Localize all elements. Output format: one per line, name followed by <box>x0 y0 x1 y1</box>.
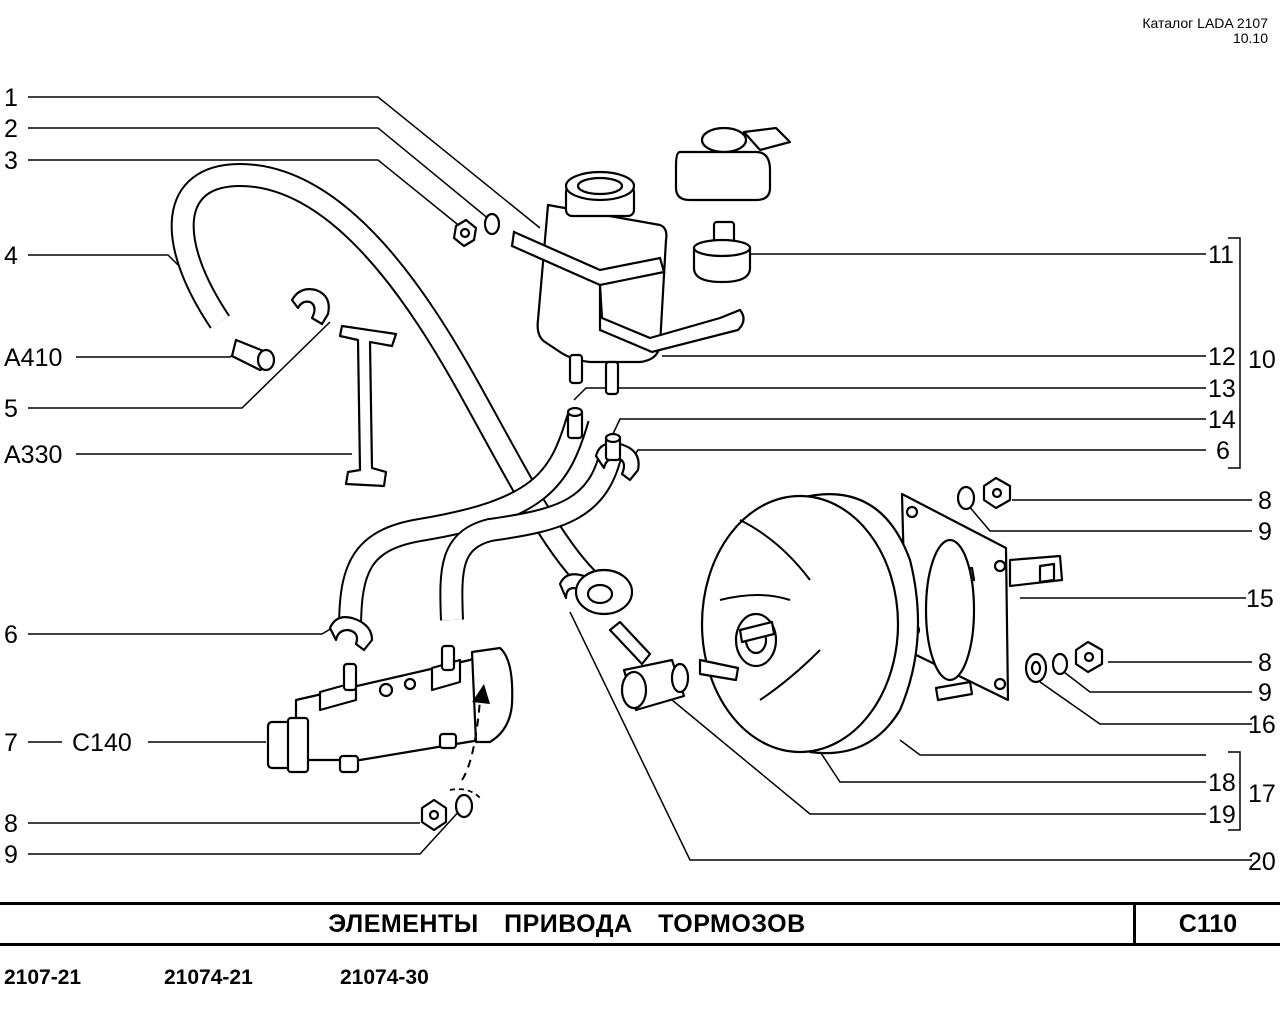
callout-labels: 1 2 3 4 A410 5 A330 6 7 C140 8 9 11 12 1… <box>4 84 1276 876</box>
brake-fluid-reservoir <box>510 170 745 396</box>
diagram-code: C110 <box>1178 910 1238 938</box>
callout-8-mid: 8 <box>1258 649 1272 677</box>
footer-divider <box>1133 902 1136 946</box>
callout-12: 12 <box>1208 343 1236 371</box>
reservoir-cap <box>674 126 792 284</box>
callout-8-top: 8 <box>1258 487 1272 515</box>
callout-a330: A330 <box>4 441 62 469</box>
leader-lines <box>28 96 1252 861</box>
catalog-title: Каталог LADA 2107 <box>1142 15 1268 31</box>
brake-drive-diagram: 1 2 3 4 A410 5 A330 6 7 C140 8 9 11 12 1… <box>4 84 1276 876</box>
callout-20: 20 <box>1248 848 1276 876</box>
callout-17: 17 <box>1248 780 1276 808</box>
mounting-bracket <box>338 324 398 488</box>
footer-bottom-rule <box>0 943 1280 946</box>
callout-7: 7 <box>4 729 18 757</box>
model-code-3: 21074-30 <box>340 966 429 989</box>
booster-nuts-washers <box>956 476 1104 684</box>
callout-15: 15 <box>1246 585 1274 613</box>
callout-19: 19 <box>1208 801 1236 829</box>
hose-clamp <box>290 288 330 326</box>
callout-a410: A410 <box>4 344 62 372</box>
reservoir-outlet-tubes <box>566 406 622 462</box>
model-code-2: 21074-21 <box>164 966 253 989</box>
footer-top-rule <box>0 902 1280 905</box>
callout-16: 16 <box>1248 711 1276 739</box>
callout-11: 11 <box>1208 241 1234 269</box>
callout-9-left: 9 <box>4 841 18 869</box>
callout-c140: C140 <box>72 729 132 757</box>
catalog-date: 10.10 <box>1232 30 1268 46</box>
grommet <box>574 568 634 616</box>
nut-washer-lower <box>420 788 483 832</box>
hoses <box>170 162 624 631</box>
callout-8-left: 8 <box>4 810 18 838</box>
callout-5: 5 <box>4 395 18 423</box>
callout-13: 13 <box>1208 375 1236 403</box>
callout-6-right: 6 <box>1216 437 1230 465</box>
callout-2: 2 <box>4 115 18 143</box>
master-cylinder <box>266 644 514 781</box>
callout-14: 14 <box>1208 406 1236 434</box>
callout-6-left: 6 <box>4 621 18 649</box>
hose-fitting <box>230 338 276 372</box>
callout-4: 4 <box>4 242 18 270</box>
vacuum-booster <box>698 492 1064 755</box>
callout-3: 3 <box>4 147 18 175</box>
callout-18: 18 <box>1208 769 1236 797</box>
nut-washer-top <box>452 212 501 248</box>
callout-9-top: 9 <box>1258 518 1272 546</box>
callout-9-mid: 9 <box>1258 679 1272 707</box>
callout-10: 10 <box>1248 346 1276 374</box>
callout-1: 1 <box>4 84 18 112</box>
diagram-title: ЭЛЕМЕНТЫ ПРИВОДА ТОРМОЗОВ <box>328 910 806 938</box>
model-code-1: 2107-21 <box>4 966 82 989</box>
check-valve <box>608 620 690 712</box>
